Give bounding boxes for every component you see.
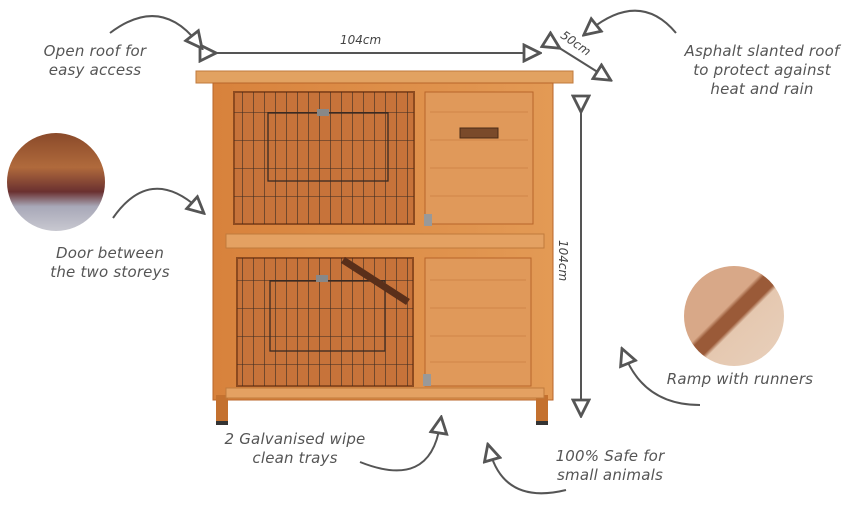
asphalt-roof-arrow: [590, 9, 677, 33]
ramp-label: Ramp with runners: [666, 370, 814, 388]
open-roof-label: Open roof for easy access: [43, 42, 147, 79]
upper-door: [424, 91, 534, 225]
door-inset-photo: [7, 133, 105, 231]
depth-dimension-arrow: [553, 44, 604, 76]
door-between-label: Door between the two storeys: [50, 244, 170, 281]
ramp-inset-photo: [684, 266, 784, 366]
ramp-arrow: [625, 356, 701, 406]
asphalt-roof-label: Asphalt slanted roof to protect against …: [684, 42, 840, 98]
hutch-roof: [195, 70, 574, 84]
ramp: [341, 257, 410, 305]
door-between-arrow: [112, 187, 198, 219]
lower-door: [424, 257, 532, 387]
height-label: 104cm: [556, 240, 570, 282]
open-roof-arrow: [109, 15, 197, 42]
safe-arrow: [490, 452, 567, 495]
trays-arrow: [359, 425, 440, 472]
width-label: 104cm: [340, 33, 382, 47]
trays-label: 2 Galvanised wipe clean trays: [224, 430, 366, 467]
safe-label: 100% Safe for small animals: [555, 447, 665, 484]
